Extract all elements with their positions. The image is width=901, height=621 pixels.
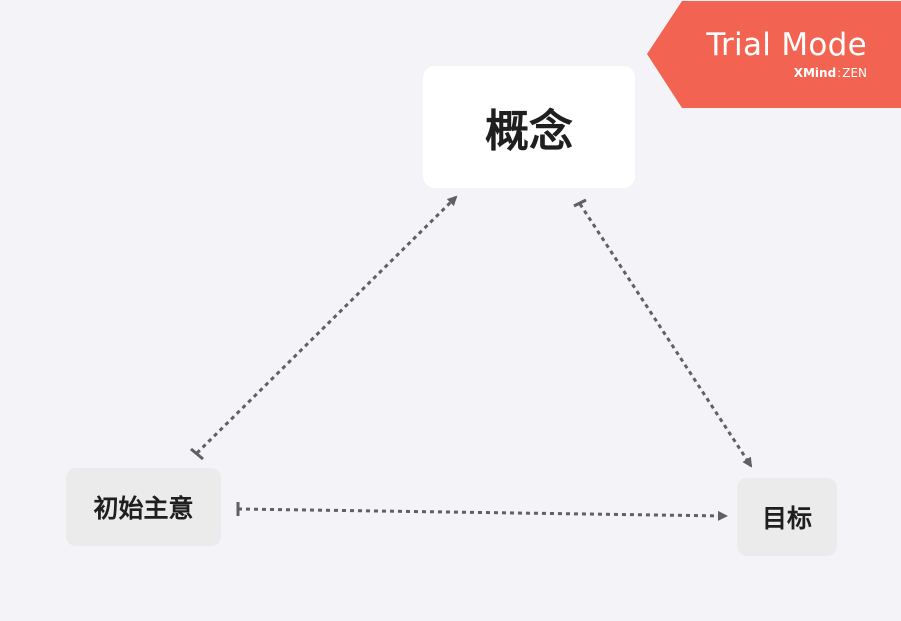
relationship-start-to-central-tail — [190, 447, 204, 461]
brand-separator: : — [837, 66, 842, 80]
trial-mode-title: Trial Mode — [706, 27, 867, 63]
brand-edition: ZEN — [842, 66, 867, 80]
central-topic-label: 概念 — [485, 106, 573, 157]
topic-initial-idea-label: 初始主意 — [93, 494, 194, 523]
brand-name: XMind — [793, 66, 837, 80]
relationship-start-to-goal[interactable] — [237, 507, 728, 521]
topic-goal-label: 目标 — [761, 504, 812, 533]
central-topic[interactable]: 概念 — [423, 66, 635, 188]
topic-initial-idea[interactable]: 初始主意 — [66, 468, 221, 546]
relationship-central-to-goal-tail — [573, 198, 587, 208]
trial-badge-text: Trial Mode XMind:ZEN — [706, 26, 867, 80]
topic-goal[interactable]: 目标 — [737, 478, 837, 556]
xmind-zen-brand: XMind:ZEN — [706, 66, 867, 80]
